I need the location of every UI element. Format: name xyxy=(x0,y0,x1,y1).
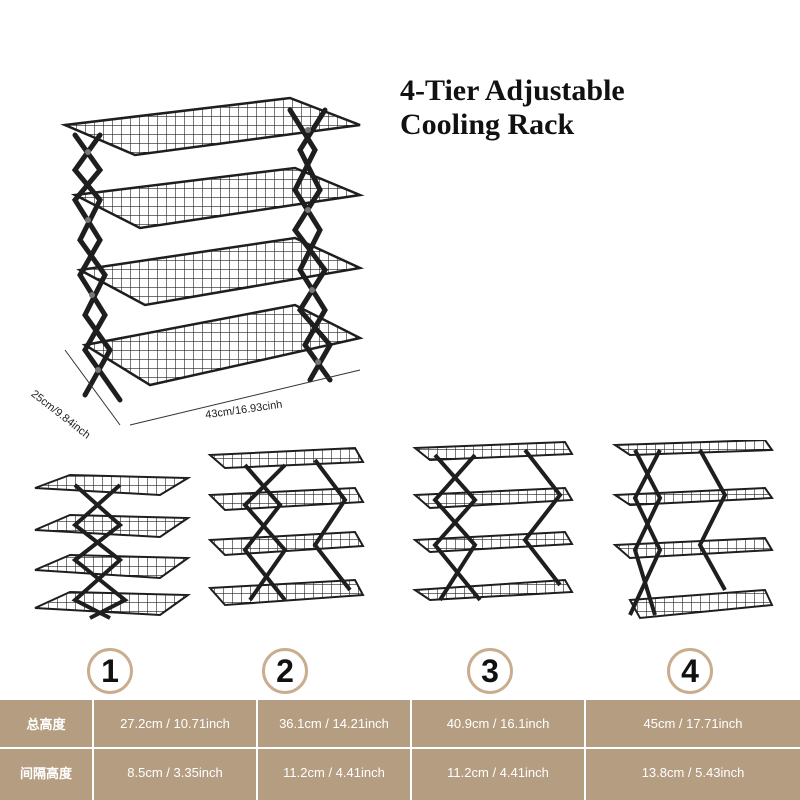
product-title: 4-Tier Adjustable Cooling Rack xyxy=(400,74,625,142)
rack-variant-2-image xyxy=(207,446,365,607)
table-row-divider xyxy=(0,747,800,749)
table-col-divider xyxy=(584,700,586,800)
shelf-2 xyxy=(70,166,365,230)
table-row-interval-height: 间隔高度 8.5cm / 3.35inch 11.2cm / 4.41inch … xyxy=(0,750,800,795)
rack-variant-3-image xyxy=(411,440,574,602)
table-row-total-height: 总高度 27.2cm / 10.71inch 36.1cm / 14.21inc… xyxy=(0,701,800,746)
rack-variant-1-image xyxy=(34,473,192,620)
scissor-legs xyxy=(71,107,334,403)
row-label-interval-height: 间隔高度 xyxy=(0,750,92,795)
spec-table: 总高度 27.2cm / 10.71inch 36.1cm / 14.21inc… xyxy=(0,700,800,800)
variant-badge-2: 2 xyxy=(262,648,308,694)
interval-height-3: 11.2cm / 4.41inch xyxy=(412,750,584,795)
variant-badge-3: 3 xyxy=(467,648,513,694)
shelf-1 xyxy=(60,96,361,157)
row-label-total-height: 总高度 xyxy=(0,701,92,746)
shelf-4 xyxy=(81,303,364,387)
total-height-4: 45cm / 17.71inch xyxy=(586,701,800,746)
variant-badge-1: 1 xyxy=(87,648,133,694)
table-col-divider xyxy=(410,700,412,800)
main-rack-image xyxy=(60,96,365,426)
rack-variant-4-image xyxy=(611,440,774,620)
shelf-3 xyxy=(76,236,365,307)
total-height-2: 36.1cm / 14.21inch xyxy=(258,701,410,746)
title-line-1: 4-Tier Adjustable xyxy=(400,74,625,107)
total-height-1: 27.2cm / 10.71inch xyxy=(94,701,256,746)
interval-height-2: 11.2cm / 4.41inch xyxy=(258,750,410,795)
table-col-divider xyxy=(92,700,94,800)
variant-badge-4: 4 xyxy=(667,648,713,694)
interval-height-4: 13.8cm / 5.43inch xyxy=(586,750,800,795)
total-height-3: 40.9cm / 16.1inch xyxy=(412,701,584,746)
table-col-divider xyxy=(256,700,258,800)
interval-height-1: 8.5cm / 3.35inch xyxy=(94,750,256,795)
title-line-2: Cooling Rack xyxy=(400,108,575,141)
